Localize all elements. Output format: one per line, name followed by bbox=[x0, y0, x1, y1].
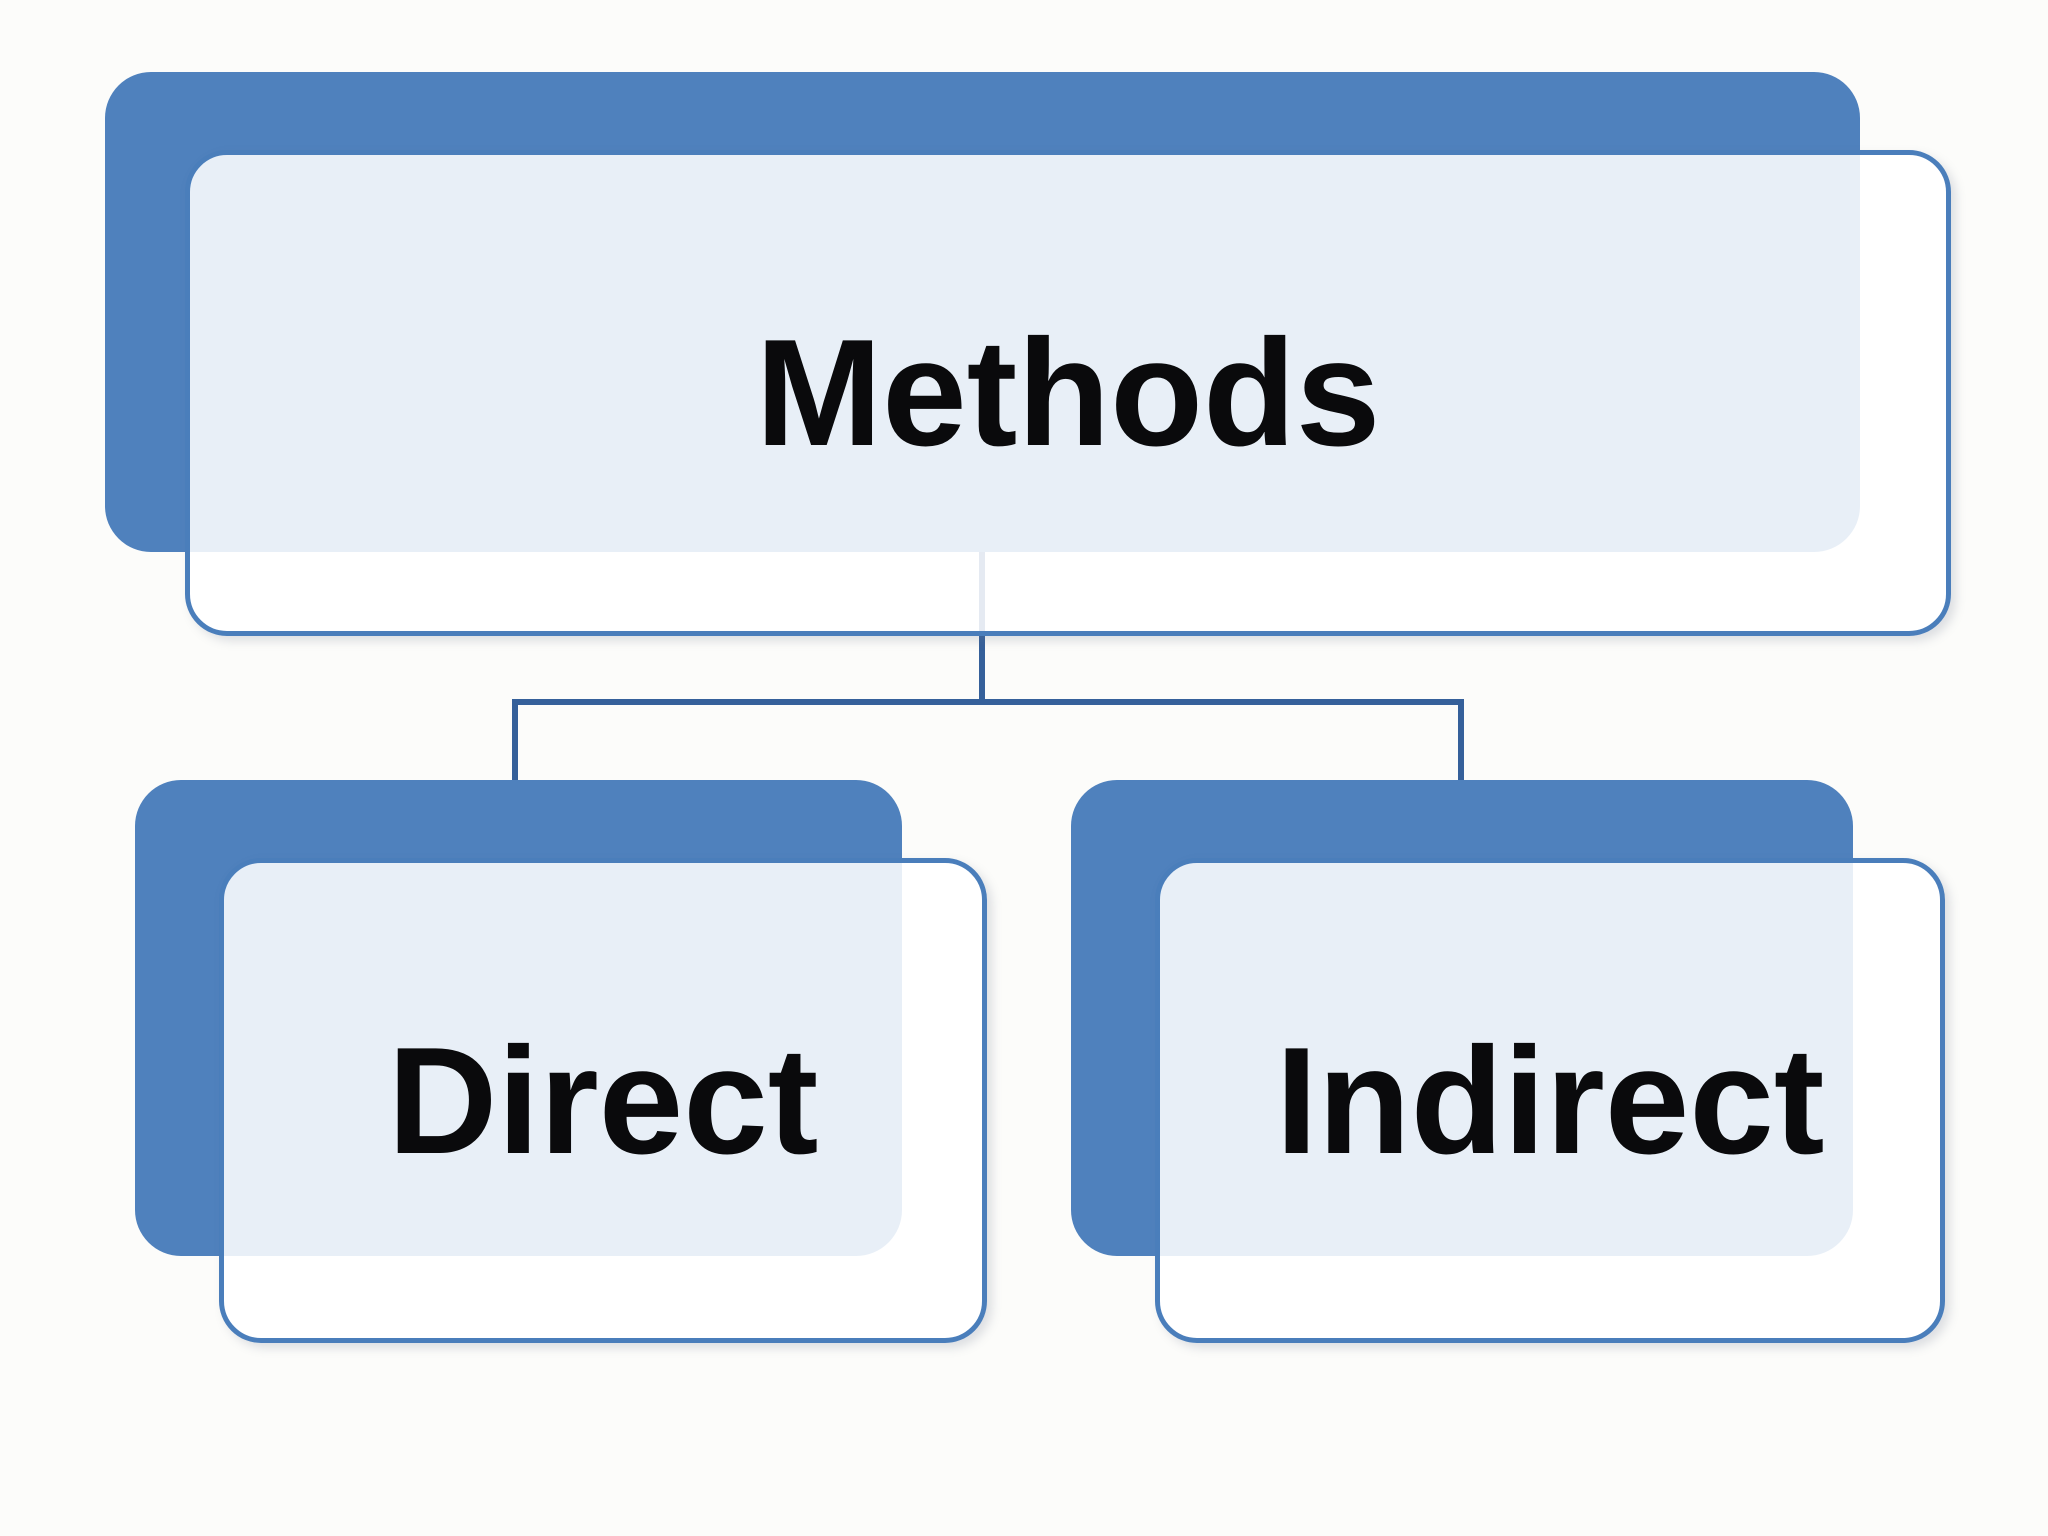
root-node-card: Methods bbox=[185, 150, 1951, 636]
child-node-indirect-card: Indirect bbox=[1155, 858, 1945, 1343]
child-node-direct-card: Direct bbox=[219, 858, 987, 1343]
child-node-indirect-label: Indirect bbox=[1275, 1015, 1825, 1186]
root-node-label: Methods bbox=[755, 308, 1381, 478]
child-node-direct-label: Direct bbox=[387, 1015, 819, 1186]
